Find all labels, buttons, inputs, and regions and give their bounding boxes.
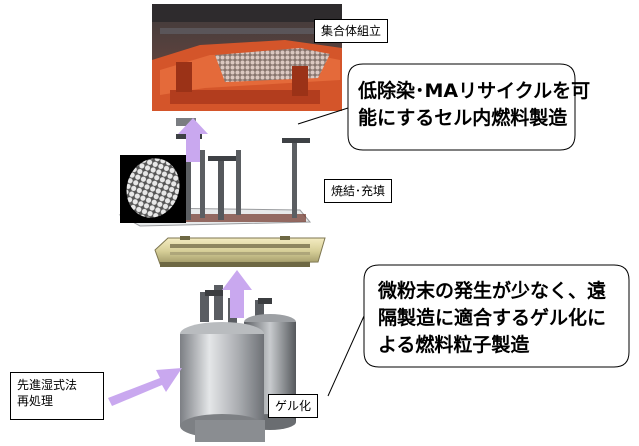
bottom-callout-line2: 隔製造に適合するゲル化に: [378, 307, 607, 329]
top-callout-line2: 能にするセル内燃料製造: [358, 107, 568, 129]
top-callout-shape: [297, 63, 576, 151]
assembly-label: 集合体組立: [314, 19, 389, 43]
bottom-callout-line3: よる燃料粒子製造: [378, 334, 530, 356]
arrow-up-icon: [222, 270, 252, 318]
bottom-callout-line1: 微粉末の発生が少なく、遠: [378, 280, 607, 302]
gelation-label: ゲル化: [268, 394, 319, 418]
sintering-label: 焼結･充填: [324, 179, 393, 203]
top-callout-line1: 低除染･MAリサイクルを可: [358, 80, 591, 102]
sintering-machine-image: [118, 118, 312, 228]
bottom-callout-shape: [327, 264, 630, 397]
reprocessing-label-line1: 先進湿式法: [17, 378, 78, 392]
reprocessing-label: 先進湿式法 再処理: [10, 372, 104, 420]
arrow-right-icon: [108, 368, 182, 406]
bottom-callout-text: 微粉末の発生が少なく、遠 隔製造に適合するゲル化に よる燃料粒子製造: [378, 278, 606, 359]
gel-column-image: [154, 236, 326, 267]
gelation-equipment-image: [180, 285, 296, 442]
reprocessing-label-line2: 再処理: [17, 394, 54, 408]
assembly-photo: [152, 4, 342, 111]
arrow-up-icon: [178, 118, 208, 162]
top-callout-text: 低除染･MAリサイクルを可 能にするセル内燃料製造: [358, 78, 590, 132]
